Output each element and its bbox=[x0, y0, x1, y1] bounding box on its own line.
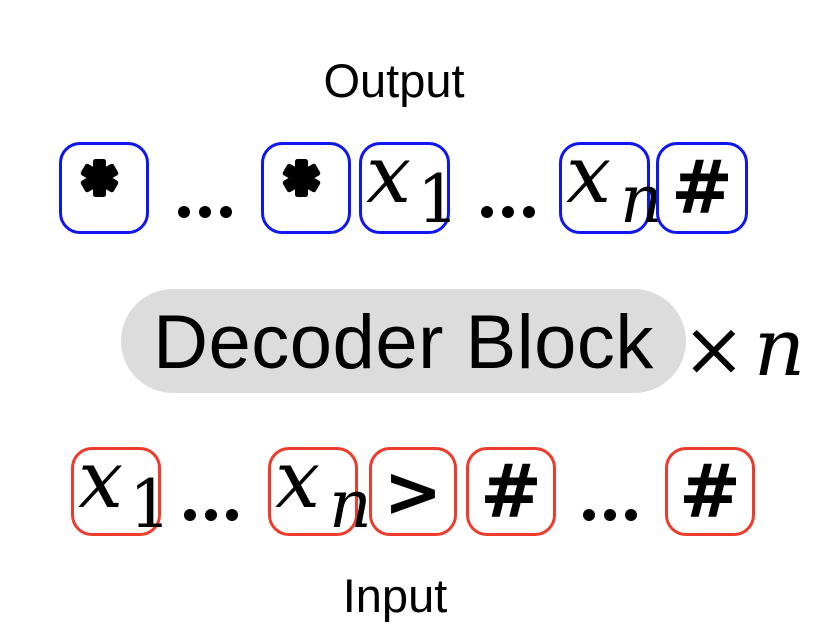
decoder-block-pill: Decoder Block bbox=[121, 289, 686, 393]
ellipsis bbox=[481, 206, 535, 218]
decoder-block-label: Decoder Block bbox=[153, 300, 654, 385]
ellipsis bbox=[583, 509, 637, 521]
output-token-mask-2 bbox=[261, 142, 351, 234]
times-symbol: × bbox=[682, 304, 746, 393]
greater-than-symbol: > bbox=[383, 450, 443, 533]
input-token-hash-1: # bbox=[466, 447, 556, 536]
ellipsis bbox=[178, 206, 232, 218]
hash-symbol: # bbox=[678, 448, 741, 535]
input-token-separator: > bbox=[369, 447, 457, 536]
math-x1: x1 bbox=[78, 433, 172, 543]
ellipsis bbox=[184, 509, 238, 521]
hash-symbol: # bbox=[670, 145, 733, 231]
output-token-mask-1 bbox=[59, 142, 149, 234]
output-label: Output bbox=[323, 54, 465, 107]
math-x1: x1 bbox=[366, 128, 460, 238]
input-token-hash-2: # bbox=[665, 447, 755, 536]
output-token-x1: x1 bbox=[359, 135, 459, 234]
input-label: Input bbox=[342, 569, 448, 622]
multiplier: ×n bbox=[682, 308, 805, 388]
hash-symbol: # bbox=[479, 448, 542, 535]
n-variable: n bbox=[753, 301, 806, 394]
input-token-x1: x1 bbox=[71, 440, 171, 538]
output-token-hash: # bbox=[656, 142, 748, 234]
